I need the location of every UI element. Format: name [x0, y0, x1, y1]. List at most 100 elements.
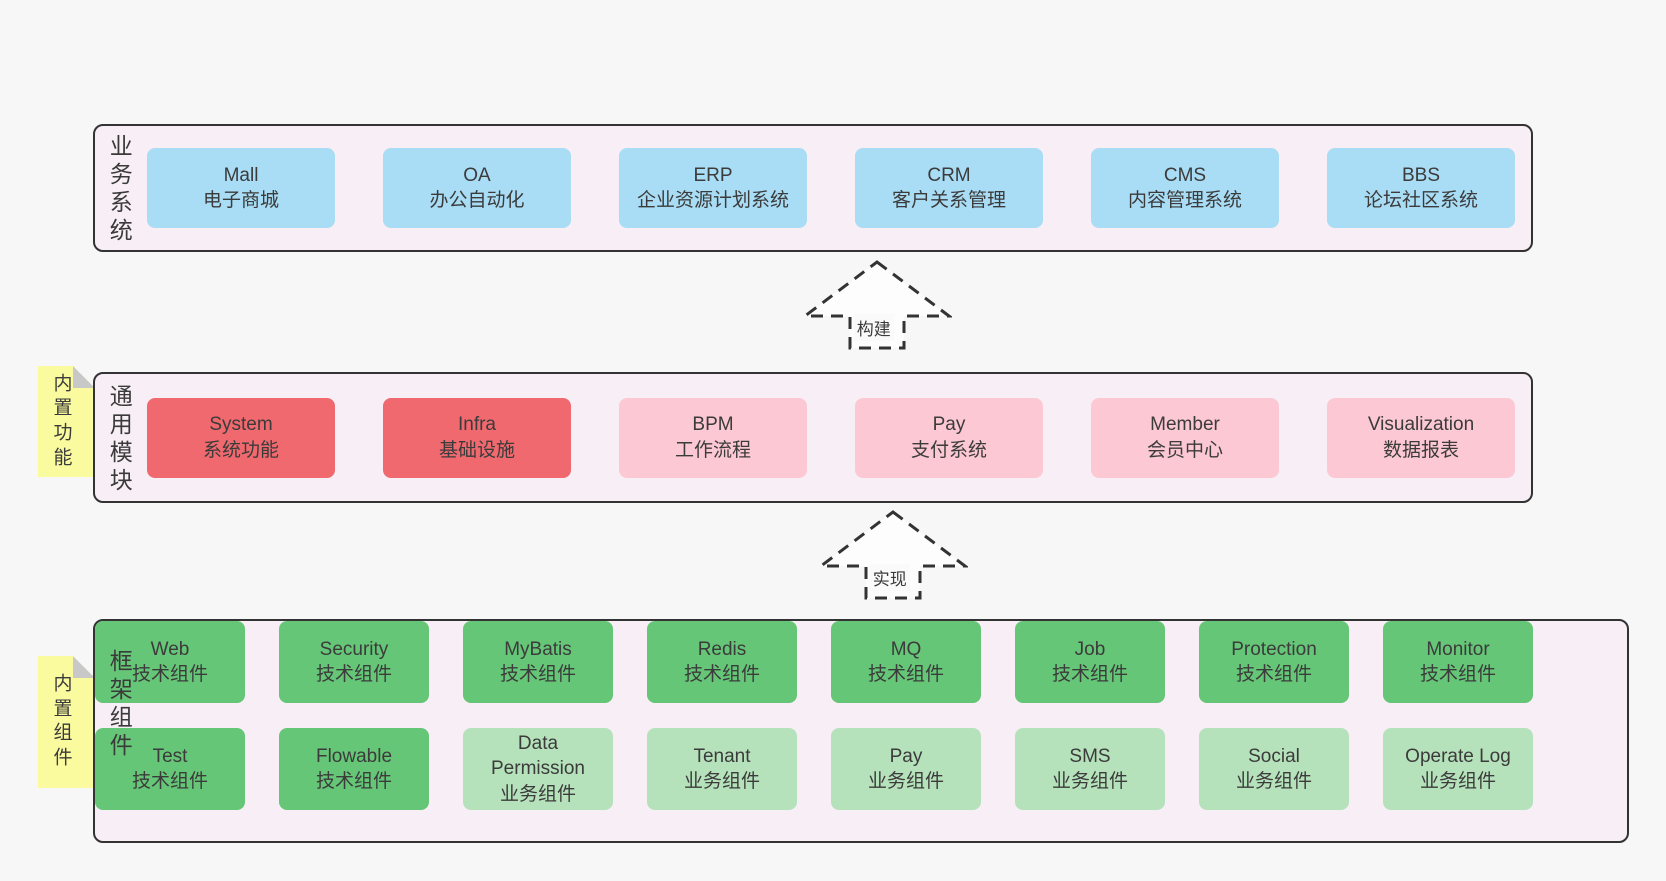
node-subtitle: 技术组件: [1051, 664, 1128, 685]
node-title: Monitor: [1426, 638, 1490, 660]
node-tenant: Tenant 业务组件: [647, 728, 797, 810]
framework-components-container: 框架组件 Web 技术组件 Security 技术组件 MyBatis 技术组件…: [93, 619, 1629, 843]
node-subtitle: 基础设施: [438, 439, 515, 461]
common-modules-container: 通用模块 System 系统功能 Infra 基础设施 BPM 工作流程 Pay…: [93, 372, 1533, 503]
node-subtitle: 技术组件: [131, 664, 208, 685]
node-subtitle: 内容管理系统: [1127, 190, 1242, 211]
node-subtitle: 数据报表: [1382, 439, 1459, 461]
node-title: Security: [319, 638, 389, 660]
node-system: System 系统功能: [147, 397, 335, 478]
node-subtitle: 技术组件: [867, 664, 944, 685]
node-pay-component: Pay 业务组件: [831, 728, 981, 810]
build-arrow: 构建: [802, 256, 952, 351]
node-title: Test: [152, 745, 188, 767]
node-title: Redis: [697, 638, 747, 660]
node-job: Job 技术组件: [1015, 621, 1165, 703]
up-block-arrow-icon: [818, 510, 968, 600]
node-title: Job: [1074, 638, 1106, 660]
node-title: MyBatis: [504, 638, 572, 660]
node-title: Pay: [889, 745, 923, 767]
node-title: Member: [1150, 414, 1220, 436]
node-title: CMS: [1163, 164, 1207, 186]
node-mq: MQ 技术组件: [831, 621, 981, 703]
node-subtitle: 业务组件: [1051, 771, 1128, 792]
framework-boxes-grid: Web 技术组件 Security 技术组件 MyBatis 技术组件 Redi…: [95, 621, 1627, 810]
node-monitor: Monitor 技术组件: [1383, 621, 1533, 703]
node-title: Data Permission: [491, 733, 585, 780]
node-title: Tenant: [693, 745, 751, 767]
node-mall: Mall 电子商城: [147, 148, 335, 228]
sticky-note-built-in-components: 内置组件: [38, 656, 95, 788]
node-infra: Infra 基础设施: [383, 397, 571, 478]
node-subtitle: 支付系统: [910, 439, 987, 461]
node-oa: OA 办公自动化: [383, 148, 571, 228]
node-title: OA: [463, 164, 491, 186]
node-subtitle: 技术组件: [315, 664, 392, 685]
node-title: ERP: [693, 164, 733, 186]
node-title: Flowable: [315, 745, 393, 767]
module-boxes-row: System 系统功能 Infra 基础设施 BPM 工作流程 Pay 支付系统…: [147, 397, 1515, 478]
sticky-note-built-in-functions: 内置功能: [38, 366, 95, 477]
build-arrow-label: 构建: [853, 314, 894, 341]
node-subtitle: 技术组件: [1235, 664, 1312, 685]
node-bbs: BBS 论坛社区系统: [1327, 148, 1515, 228]
node-title: CRM: [927, 164, 971, 186]
node-title: Protection: [1231, 638, 1317, 660]
business-boxes-row: Mall 电子商城 OA 办公自动化 ERP 企业资源计划系统 CRM 客户关系…: [147, 148, 1515, 228]
node-sms: SMS 业务组件: [1015, 728, 1165, 810]
node-subtitle: 技术组件: [131, 771, 208, 792]
node-test: Test 技术组件: [95, 728, 245, 810]
node-crm: CRM 客户关系管理: [855, 148, 1043, 228]
up-block-arrow-icon: [802, 260, 952, 350]
sticky-label: 内置功能: [53, 373, 73, 469]
node-subtitle: 系统功能: [202, 439, 279, 461]
node-subtitle: 业务组件: [1419, 771, 1496, 792]
implement-arrow: 实现: [818, 506, 968, 601]
section-label-framework-components: 框架组件: [109, 648, 133, 759]
node-bpm: BPM 工作流程: [619, 397, 807, 478]
node-subtitle: 电子商城: [202, 190, 279, 211]
node-security: Security 技术组件: [279, 621, 429, 703]
node-title: System: [209, 414, 273, 436]
node-operate-log: Operate Log 业务组件: [1383, 728, 1533, 810]
node-redis: Redis 技术组件: [647, 621, 797, 703]
node-subtitle: 工作流程: [674, 439, 751, 461]
node-title: BPM: [692, 414, 734, 436]
node-subtitle: 会员中心: [1146, 439, 1223, 461]
node-data-permission: Data Permission 业务组件: [463, 728, 613, 810]
node-pay-system: Pay 支付系统: [855, 397, 1043, 478]
node-subtitle: 技术组件: [315, 771, 392, 792]
node-title: BBS: [1401, 164, 1441, 186]
node-erp: ERP 企业资源计划系统: [619, 148, 807, 228]
node-title: Social: [1248, 745, 1300, 767]
node-subtitle: 业务组件: [683, 771, 760, 792]
implement-arrow-label: 实现: [869, 564, 910, 591]
node-flowable: Flowable 技术组件: [279, 728, 429, 810]
node-subtitle: 技术组件: [1419, 664, 1496, 685]
node-subtitle: 客户关系管理: [891, 190, 1006, 211]
node-web: Web 技术组件: [95, 621, 245, 703]
node-visualization: Visualization 数据报表: [1327, 397, 1515, 478]
node-title: MQ: [890, 638, 922, 660]
node-cms: CMS 内容管理系统: [1091, 148, 1279, 228]
node-subtitle: 论坛社区系统: [1363, 190, 1478, 211]
section-label-business-systems: 业务系统: [109, 132, 133, 244]
folded-corner-icon: [73, 366, 95, 388]
node-subtitle: 办公自动化: [429, 190, 525, 211]
node-subtitle: 技术组件: [683, 664, 760, 685]
node-title: Web: [150, 638, 190, 660]
node-title: Operate Log: [1405, 745, 1511, 767]
node-subtitle: 企业资源计划系统: [636, 190, 789, 211]
folded-corner-icon: [73, 656, 95, 678]
section-label-common-modules: 通用模块: [109, 382, 133, 493]
node-title: Visualization: [1367, 414, 1475, 436]
node-title: Mall: [223, 164, 259, 186]
sticky-label: 内置组件: [53, 673, 73, 769]
framework-row-2: Test 技术组件 Flowable 技术组件 Data Permission …: [95, 728, 1627, 810]
node-subtitle: 业务组件: [499, 783, 576, 805]
node-social: Social 业务组件: [1199, 728, 1349, 810]
node-title: SMS: [1069, 745, 1111, 767]
node-protection: Protection 技术组件: [1199, 621, 1349, 703]
node-subtitle: 技术组件: [499, 664, 576, 685]
